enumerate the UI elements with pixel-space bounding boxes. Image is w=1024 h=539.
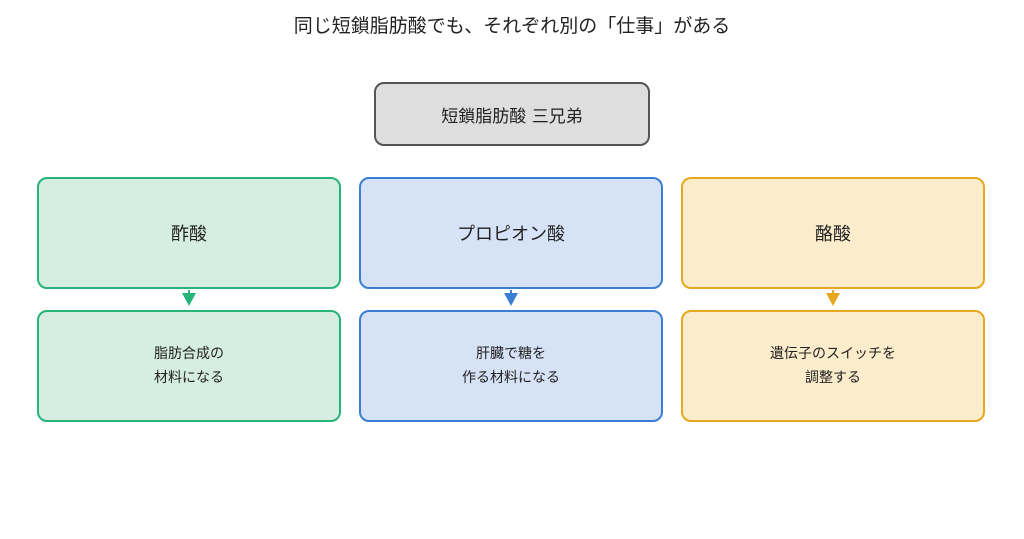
acetic-acid-label: 酢酸 (171, 224, 207, 245)
butyric-arrowhead-icon (826, 293, 840, 306)
butyric-acid-label: 酪酸 (815, 224, 851, 245)
diagram-title: 同じ短鎖脂肪酸でも、それぞれ別の「仕事」がある (293, 15, 731, 37)
acetic-arrowhead-icon (182, 293, 196, 306)
butyric-role-line-2: 調整する (805, 370, 861, 386)
acetic-role-line-1: 脂肪合成の (154, 346, 224, 362)
root-node: 短鎖脂肪酸 三兄弟 (374, 82, 650, 146)
acetic-role-line-2: 材料になる (154, 370, 224, 386)
propionic-role-line-2: 作る材料になる (462, 370, 560, 386)
acetic-acid-node: 酢酸 (37, 177, 341, 289)
propionic-acid-node: プロピオン酸 (359, 177, 663, 289)
propionic-role-line-1: 肝臓で糖を (476, 346, 546, 362)
propionic-acid-label: プロピオン酸 (457, 224, 565, 245)
butyric-acid-role: 遺伝子のスイッチを 調整する (681, 310, 985, 422)
butyric-acid-node: 酪酸 (681, 177, 985, 289)
acetic-acid-role: 脂肪合成の 材料になる (37, 310, 341, 422)
propionic-arrowhead-icon (504, 293, 518, 306)
propionic-acid-role: 肝臓で糖を 作る材料になる (359, 310, 663, 422)
butyric-role-line-1: 遺伝子のスイッチを (770, 346, 896, 362)
root-label: 短鎖脂肪酸 三兄弟 (441, 106, 583, 127)
